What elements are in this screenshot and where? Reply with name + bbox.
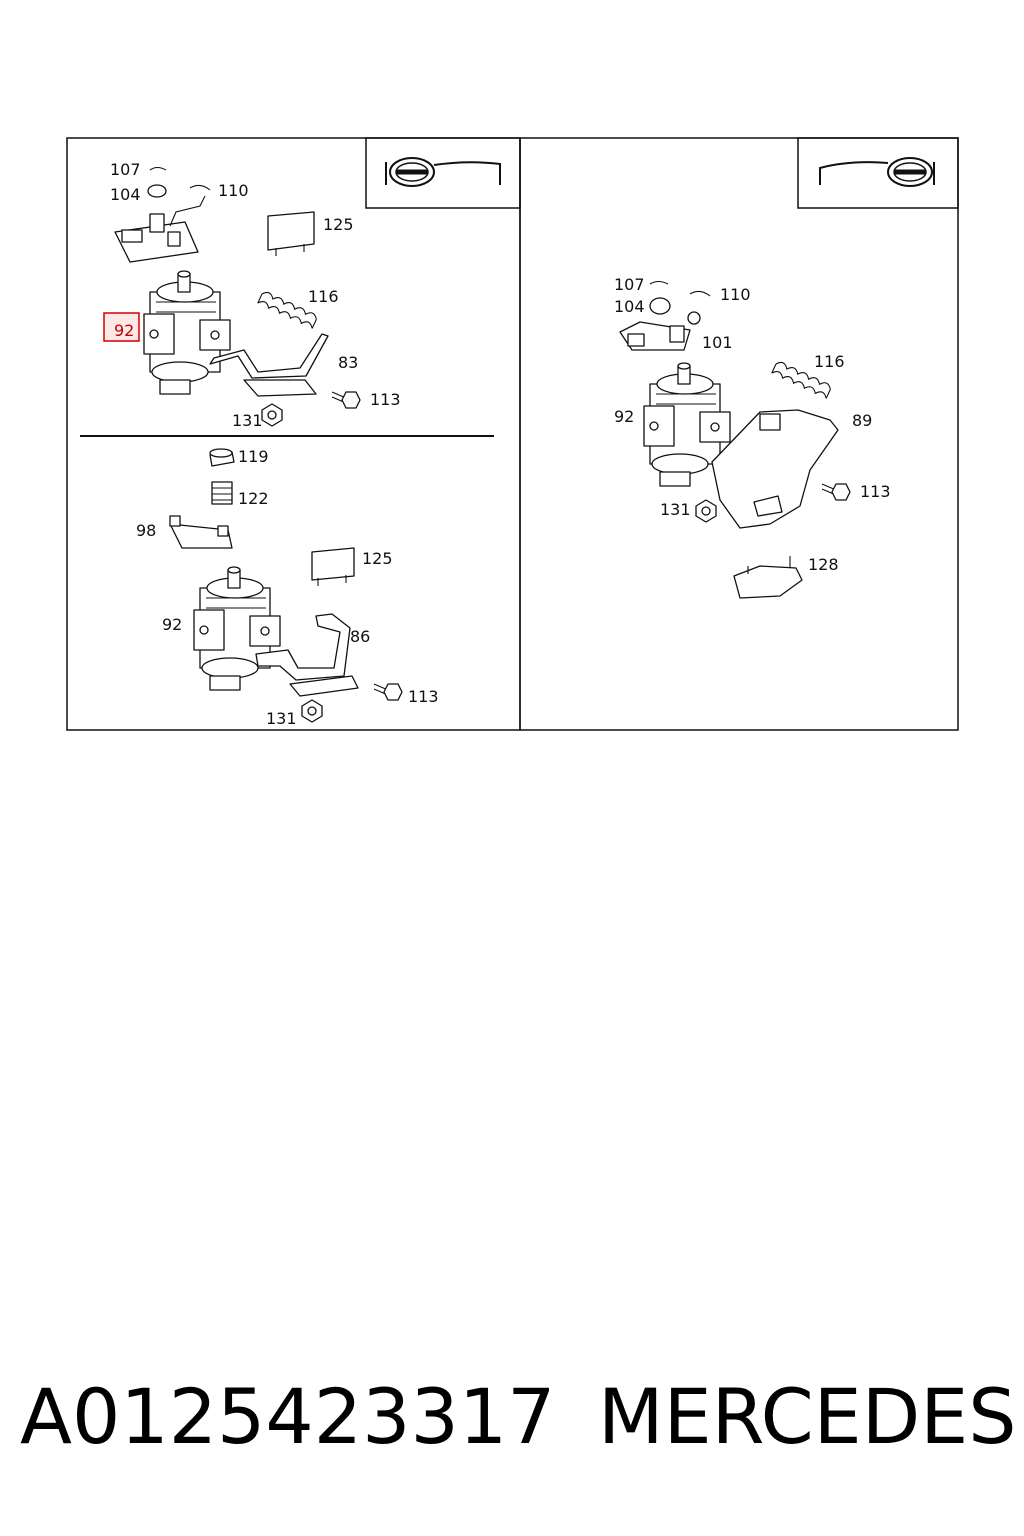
steering-wheel-right-icon	[819, 158, 935, 186]
callout-107: 107	[614, 275, 645, 294]
callout-98: 98	[136, 521, 156, 540]
left-view-icon-box	[365, 137, 521, 209]
callout-122: 122	[238, 489, 269, 508]
part-number: A0125423317	[20, 1372, 556, 1461]
panel-top-left-parts	[114, 166, 361, 427]
callout-113: 113	[370, 390, 401, 409]
callout-131: 131	[660, 500, 691, 519]
highlight-box	[103, 312, 140, 342]
right-panel-frame	[519, 137, 959, 731]
right-view-icon-box	[797, 137, 959, 209]
callout-116: 116	[814, 352, 845, 371]
callout-92: 92	[162, 615, 182, 634]
callout-101: 101	[702, 333, 733, 352]
parts-diagram: 107 104 110 125 116 83 113 131 92	[66, 137, 959, 731]
callout-116: 116	[308, 287, 339, 306]
caption: A0125423317 MERCEDES	[20, 1372, 1016, 1472]
panel-right-callouts: 107 104 110 101 116 92 89 131 113 128	[614, 275, 891, 574]
callout-92-highlighted: 92	[114, 321, 134, 340]
callout-107: 107	[110, 160, 141, 179]
panel-top-left-callouts: 107 104 110 125 116 83 113 131 92	[103, 160, 401, 430]
callout-125: 125	[362, 549, 393, 568]
callout-113: 113	[408, 687, 439, 706]
steering-wheel-left-icon	[385, 158, 501, 186]
callout-89: 89	[852, 411, 872, 430]
callout-104: 104	[110, 185, 141, 204]
callout-92: 92	[614, 407, 634, 426]
callout-113: 113	[860, 482, 891, 501]
callout-104: 104	[614, 297, 645, 316]
callout-110: 110	[218, 181, 249, 200]
panel-bottom-left-parts	[169, 448, 403, 723]
brand-name: MERCEDES	[598, 1372, 1017, 1461]
callout-83: 83	[338, 353, 358, 372]
panel-bottom-left-callouts: 119 122 98 125 92 86 113 131	[136, 447, 439, 728]
callout-125: 125	[323, 215, 354, 234]
panel-right-parts	[619, 280, 851, 599]
callout-86: 86	[350, 627, 370, 646]
callout-128: 128	[808, 555, 839, 574]
callout-131: 131	[232, 411, 263, 430]
callout-119: 119	[238, 447, 269, 466]
callout-131: 131	[266, 709, 297, 728]
callout-110: 110	[720, 285, 751, 304]
